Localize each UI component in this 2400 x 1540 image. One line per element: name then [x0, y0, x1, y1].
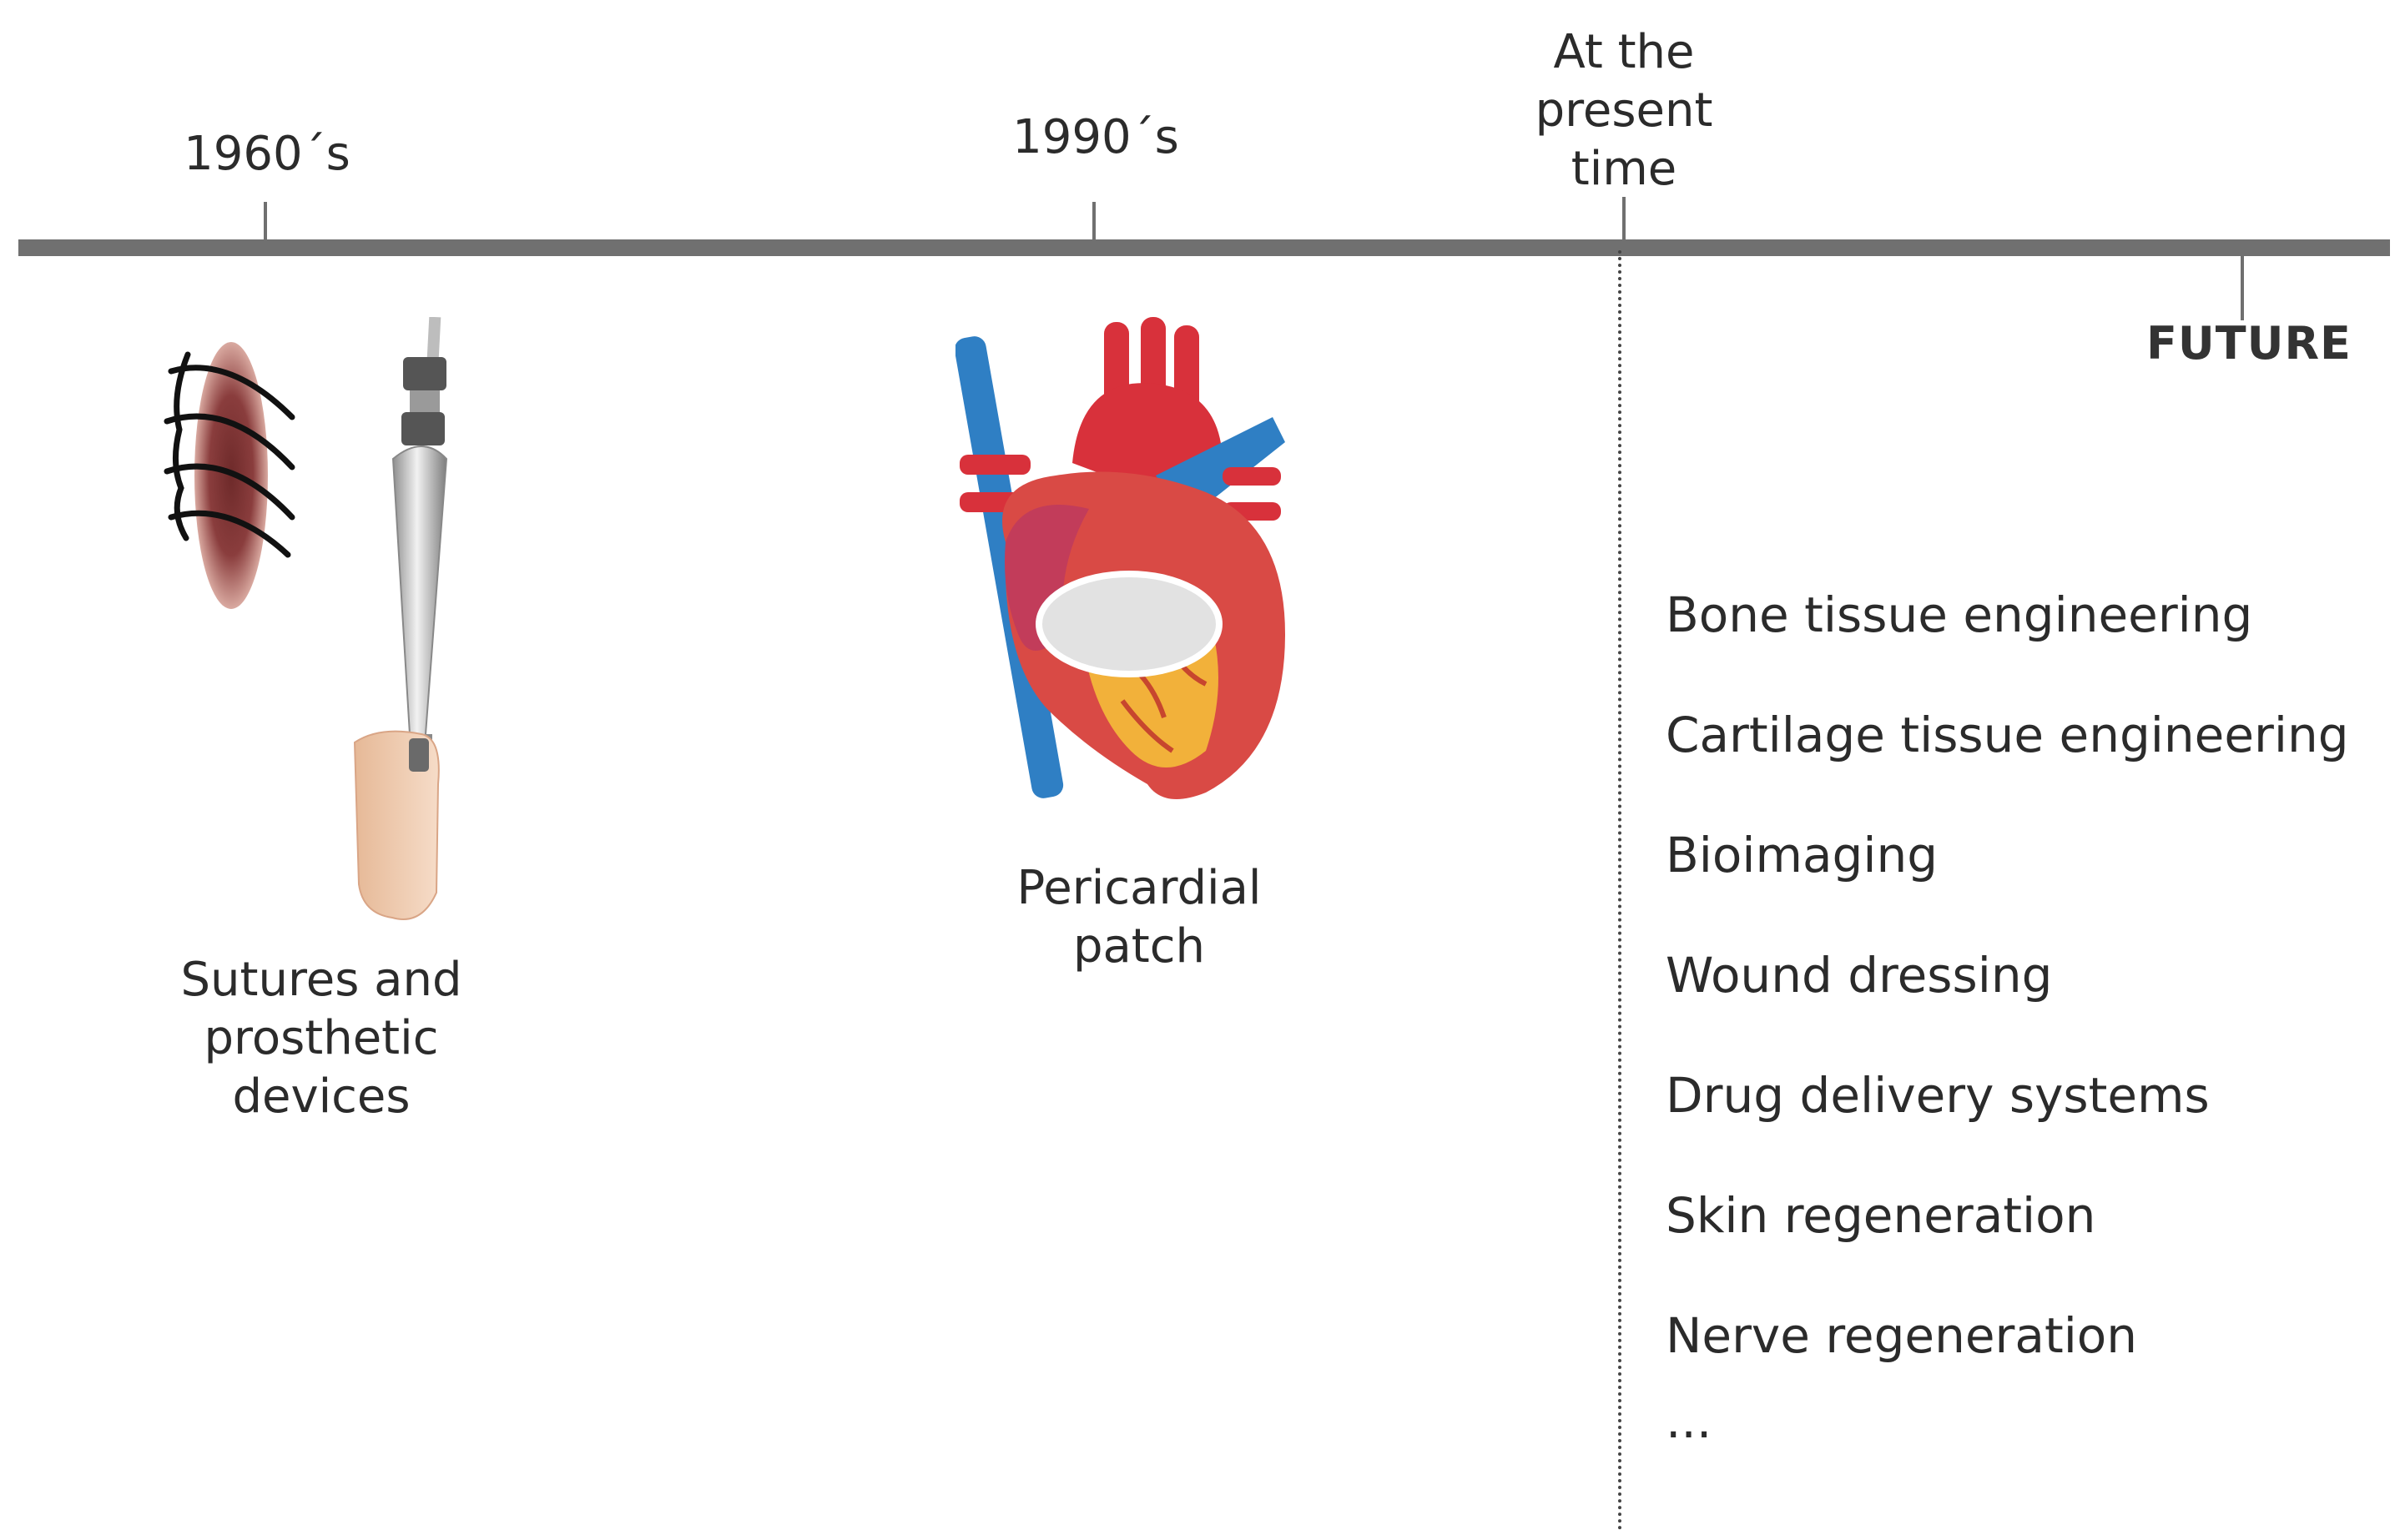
application-item: Nerve regeneration — [1666, 1307, 2138, 1364]
application-item: Skin regeneration — [1666, 1187, 2096, 1244]
present-divider-line — [1618, 250, 1621, 1531]
heart-with-patch-icon — [955, 317, 1285, 799]
application-item-ellipsis: ... — [1666, 1392, 1712, 1449]
era-caption-1990s: Pericardial patch — [1016, 861, 1262, 974]
prosthetic-leg-icon — [353, 317, 448, 920]
application-item: Drug delivery systems — [1666, 1067, 2210, 1124]
application-item: Cartilage tissue engineering — [1666, 707, 2349, 763]
period-label-1990s: 1990´s — [1012, 110, 1179, 164]
applications-list: Bone tissue engineering Cartilage tissue… — [1666, 555, 2349, 1462]
period-label-1960s: 1960´s — [184, 127, 350, 181]
era-caption-1960s: Sutures and prosthetic devices — [180, 953, 462, 1124]
period-label-future: FUTURE — [2146, 317, 2352, 370]
application-item: Bioimaging — [1666, 827, 1939, 883]
suture-icon — [164, 342, 295, 609]
period-label-present: At the present time — [1535, 25, 1713, 196]
tick-future — [2241, 250, 2244, 320]
tick-1990s — [1092, 202, 1096, 244]
tick-present — [1622, 197, 1626, 244]
timeline-axis — [18, 239, 2390, 256]
tick-1960s — [264, 202, 267, 244]
application-item: Wound dressing — [1666, 947, 2053, 1004]
application-item: Bone tissue engineering — [1666, 586, 2253, 643]
